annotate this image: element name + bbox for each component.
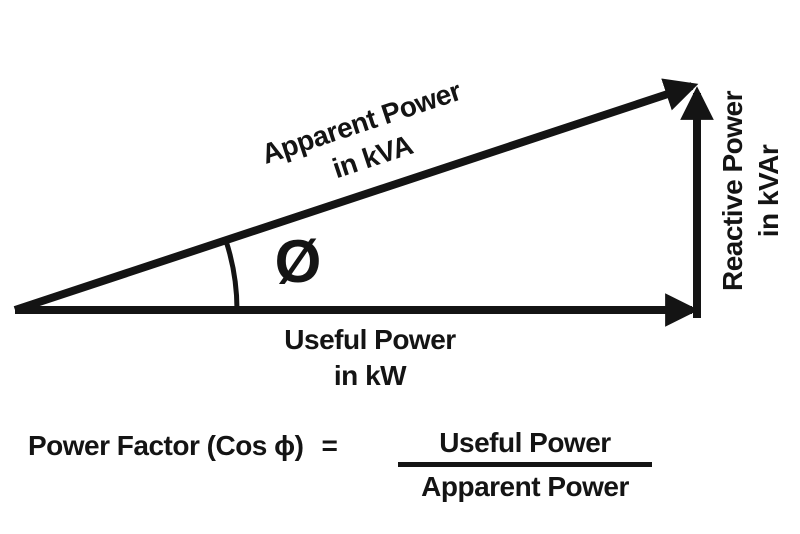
useful-power-label-line2: in kW bbox=[333, 360, 407, 391]
equals-sign: = bbox=[321, 430, 338, 461]
phi-angle-symbol: Ø bbox=[274, 228, 322, 295]
formula-lhs: Power Factor (Cos ϕ) bbox=[28, 430, 304, 461]
useful-power-label: Useful Power in kW bbox=[240, 322, 500, 394]
fraction-denominator: Apparent Power bbox=[421, 471, 629, 502]
reactive-power-label-line2: in kVAr bbox=[753, 144, 784, 238]
reactive-power-label: Reactive Power in kVAr bbox=[715, 81, 787, 301]
useful-power-label-line1: Useful Power bbox=[284, 324, 456, 355]
reactive-power-label-line1: Reactive Power bbox=[717, 91, 748, 291]
fraction-bar bbox=[398, 462, 652, 467]
apparent-power-arrow bbox=[13, 78, 699, 314]
formula-fraction: Useful Power Apparent Power bbox=[398, 426, 652, 504]
angle-arc bbox=[223, 239, 240, 311]
fraction-numerator: Useful Power bbox=[439, 427, 611, 458]
power-factor-formula: Power Factor (Cos ϕ) = bbox=[28, 428, 338, 464]
